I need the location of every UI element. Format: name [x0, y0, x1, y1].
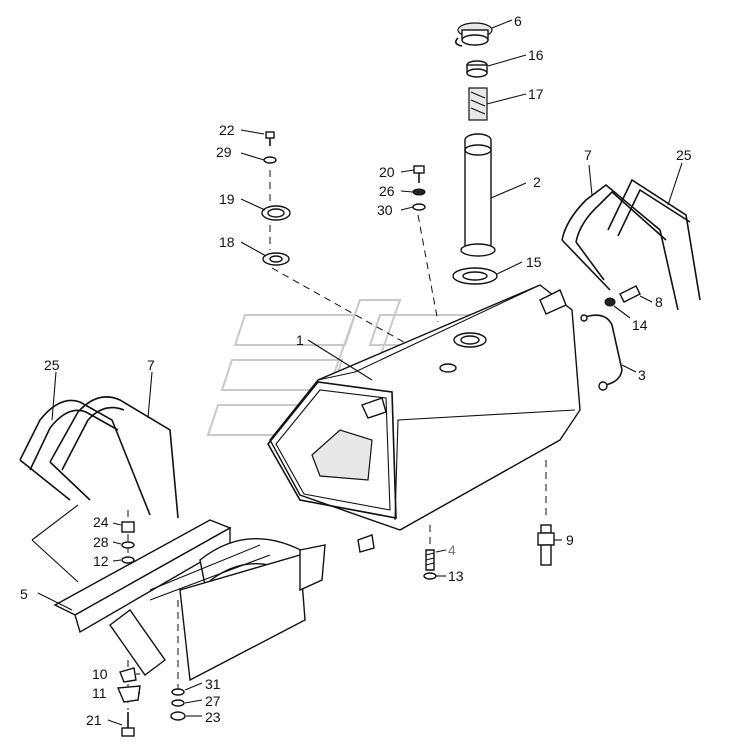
- bolt-20: [413, 165, 425, 183]
- washer-31: [171, 688, 185, 696]
- label-15: 15: [526, 254, 542, 270]
- leader-lines: [31, 19, 683, 726]
- support-frame: [53, 519, 326, 682]
- label-2: 2: [533, 174, 541, 190]
- washer-14: [604, 297, 616, 307]
- part-labels: 6 16 17 22 29 20 26 30 2 7 25 19 18 15 8…: [20, 13, 692, 728]
- nut-24: [121, 521, 135, 533]
- bolt-8: [619, 285, 641, 303]
- plug-4: [425, 549, 435, 571]
- label-12: 12: [93, 553, 109, 569]
- label-5: 5: [20, 586, 28, 602]
- label-14: 14: [632, 317, 648, 333]
- label-29: 29: [216, 144, 232, 160]
- label-22: 22: [219, 122, 235, 138]
- label-23: 23: [205, 709, 221, 725]
- label-25-left: 25: [44, 357, 60, 373]
- washer-30: [412, 203, 426, 211]
- strainer: [468, 87, 488, 121]
- washer-13: [423, 572, 437, 580]
- bolt-21: [121, 712, 135, 737]
- label-19: 19: [219, 191, 235, 207]
- label-3: 3: [638, 367, 646, 383]
- label-8: 8: [655, 294, 663, 310]
- label-7-left: 7: [147, 357, 155, 373]
- gasket-18: [262, 252, 290, 266]
- clip-10: [119, 667, 137, 683]
- bracket-19: [261, 205, 291, 221]
- nut-23: [170, 711, 186, 721]
- label-16: 16: [528, 47, 544, 63]
- label-20: 20: [379, 164, 395, 180]
- fuel-tank: [267, 284, 581, 553]
- clip-11: [116, 685, 141, 703]
- strap-left-7: [49, 396, 179, 519]
- label-13: 13: [448, 568, 464, 584]
- label-28: 28: [93, 534, 109, 550]
- flange-gasket: [452, 267, 498, 285]
- label-9: 9: [566, 532, 574, 548]
- filler-pipe: [460, 133, 496, 257]
- strap-right-7: [561, 183, 679, 311]
- washer-29: [263, 156, 277, 164]
- label-30: 30: [377, 202, 393, 218]
- label-31: 31: [205, 676, 221, 692]
- washer-26: [412, 188, 426, 196]
- label-1: 1: [296, 332, 304, 348]
- washer-27: [171, 699, 185, 707]
- label-18: 18: [219, 234, 235, 250]
- washer-12: [121, 556, 135, 564]
- label-6: 6: [514, 13, 522, 29]
- label-27: 27: [205, 693, 221, 709]
- sensor-9: [537, 524, 555, 566]
- bolt-22: [265, 131, 275, 146]
- washer-28: [121, 541, 135, 549]
- label-4: 4: [448, 542, 456, 558]
- fuel-line: [580, 314, 623, 391]
- label-24: 24: [93, 514, 109, 530]
- label-25-right: 25: [676, 147, 692, 163]
- label-7-right: 7: [584, 147, 592, 163]
- strap-left-25: [19, 399, 151, 516]
- label-10: 10: [92, 666, 108, 682]
- strap-right-25: [607, 178, 701, 301]
- label-21: 21: [86, 712, 102, 728]
- label-17: 17: [528, 86, 544, 102]
- fuel-cap: [454, 22, 493, 47]
- seal-ring: [466, 60, 488, 78]
- label-11: 11: [92, 685, 107, 701]
- label-26: 26: [379, 183, 395, 199]
